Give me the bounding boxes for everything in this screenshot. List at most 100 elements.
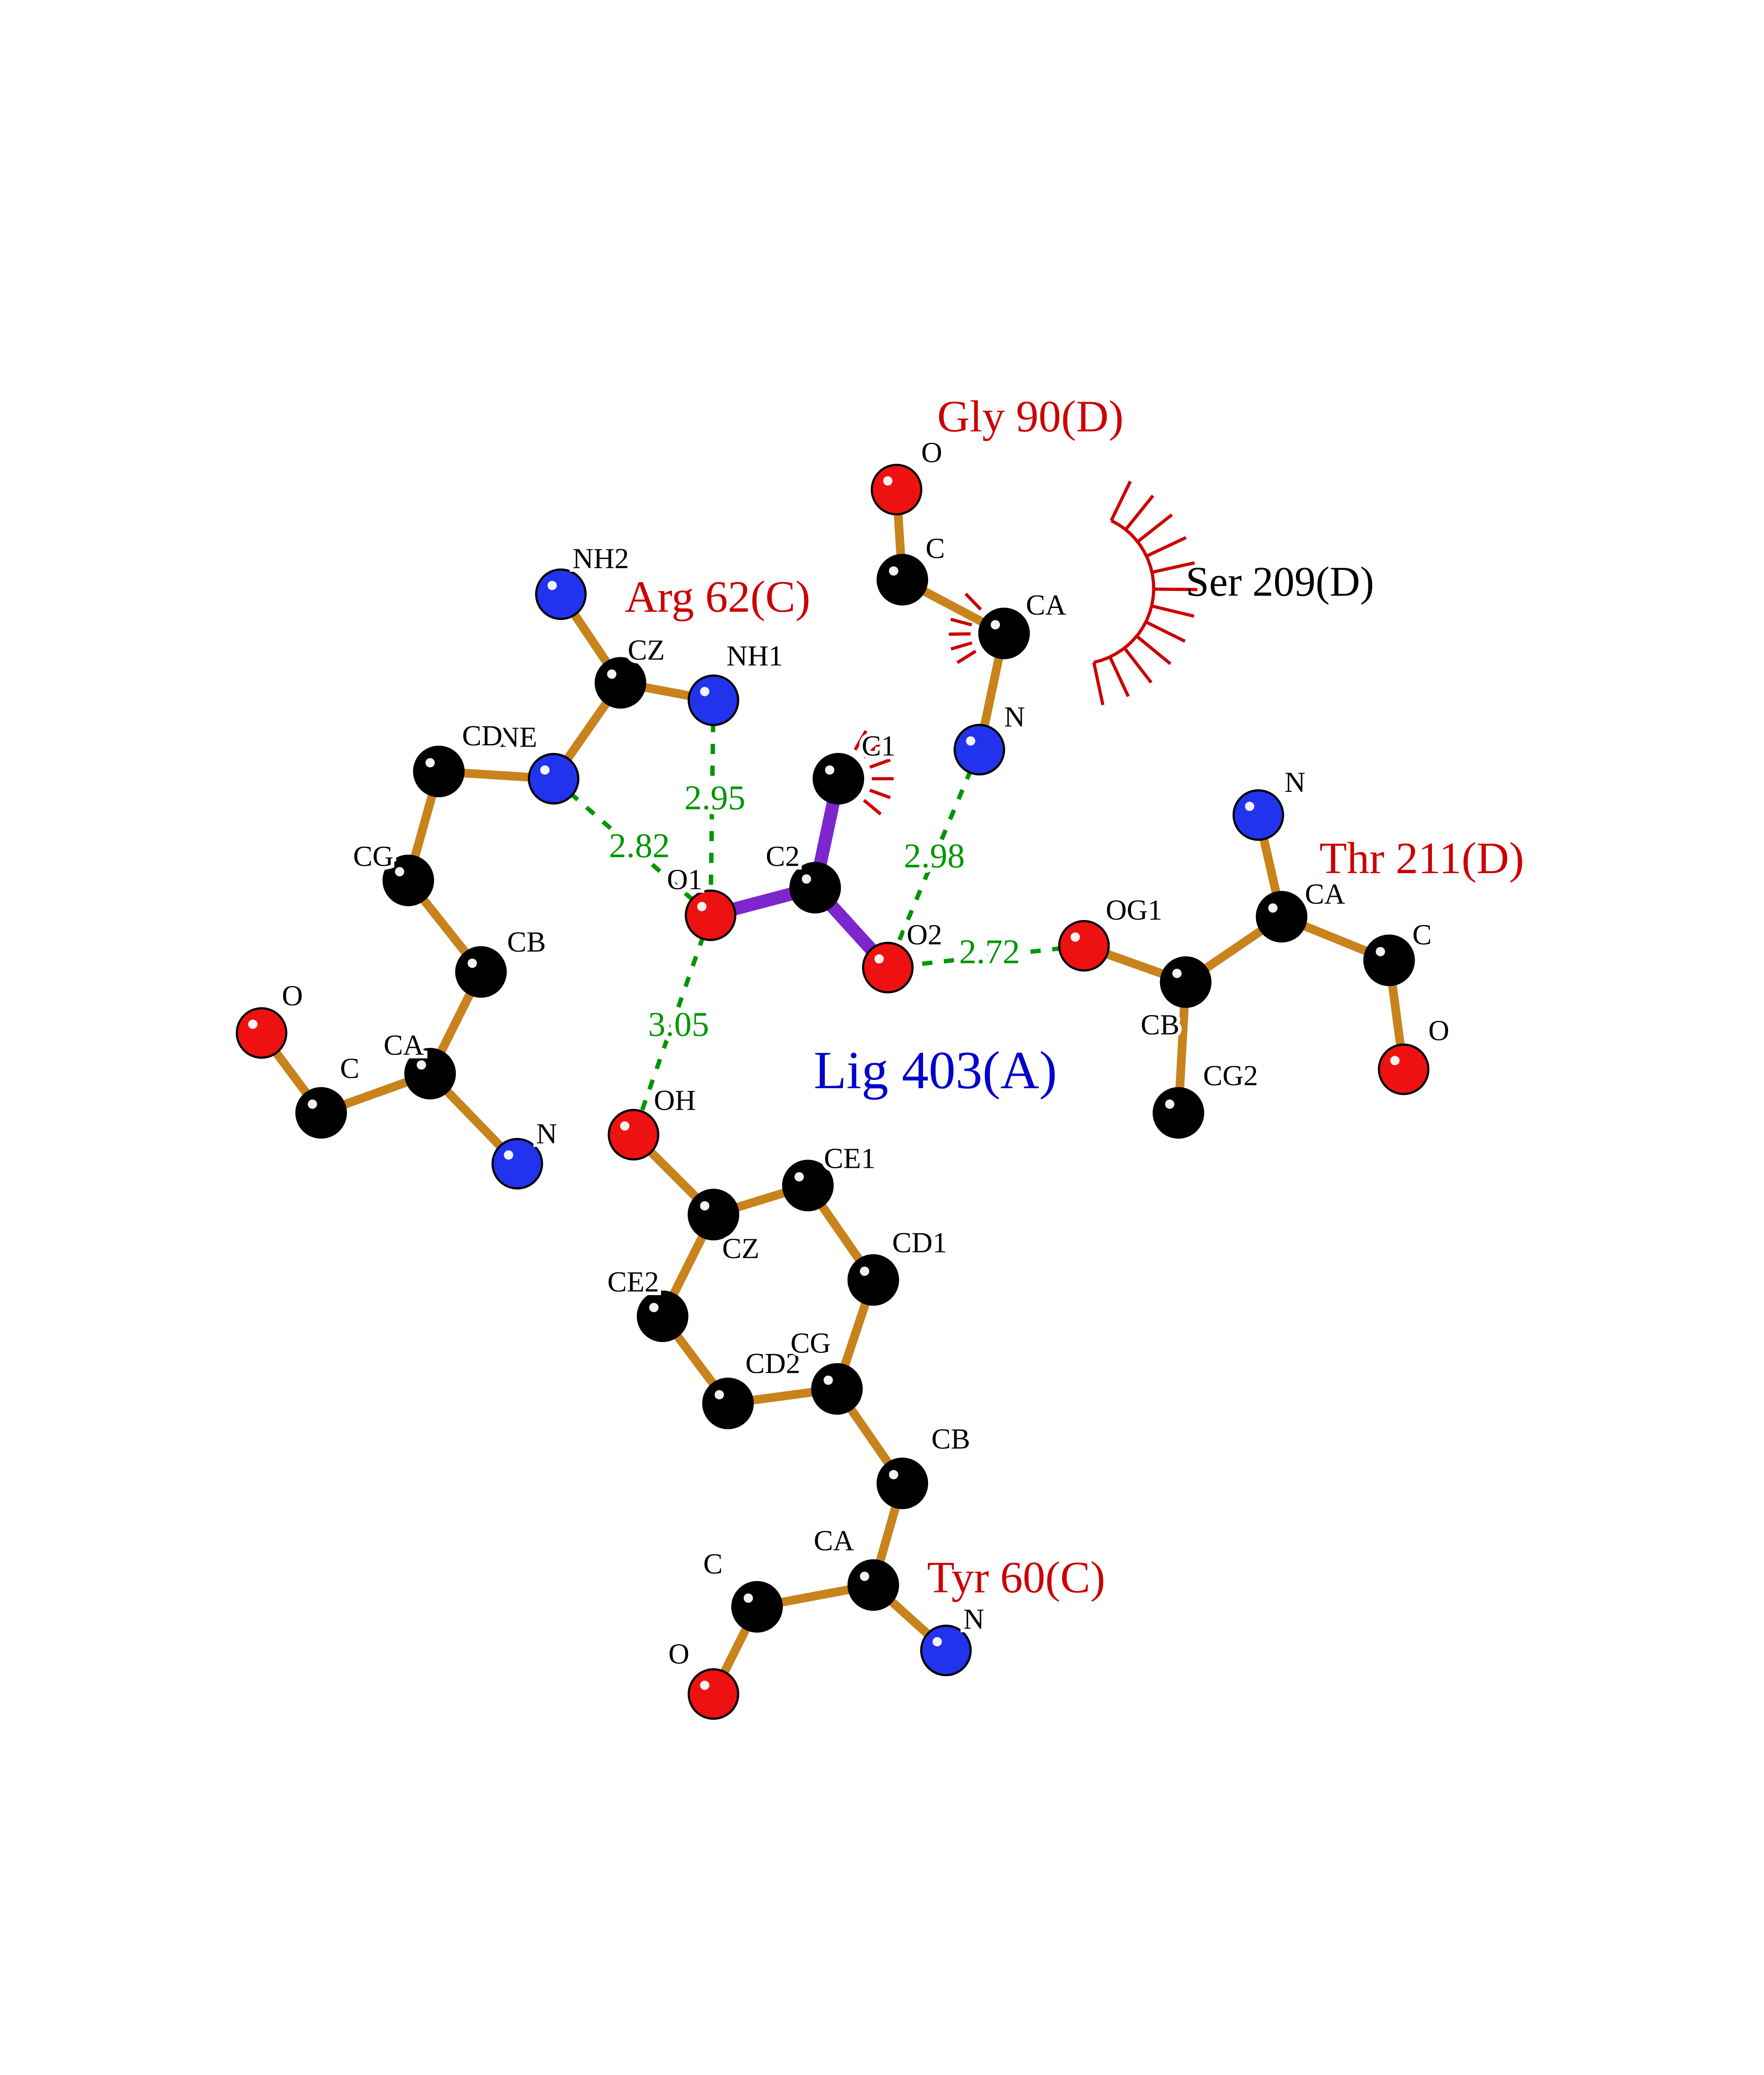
atom-ball-CE2 bbox=[637, 1290, 689, 1342]
atom-label-T_O: O bbox=[1428, 1015, 1449, 1047]
contact-eyelash bbox=[863, 742, 882, 759]
atom-label-Y_CD2: CD2 bbox=[745, 1348, 800, 1379]
hbond-L_O1-Y_OH bbox=[631, 914, 713, 1135]
atom-ball-O1 bbox=[684, 889, 737, 941]
label-lig403: Lig 403(A) bbox=[814, 1041, 1057, 1100]
atom-highlight bbox=[883, 476, 893, 486]
atom-ball-CZ bbox=[687, 1189, 740, 1240]
contact-eyelash bbox=[869, 758, 891, 769]
atom-highlight bbox=[700, 1680, 710, 1690]
atom-label-R_CZ: CZ bbox=[628, 634, 665, 666]
atom-highlight bbox=[743, 1593, 753, 1603]
contact-eyelash bbox=[1092, 662, 1104, 706]
contact-eyelash bbox=[1151, 561, 1195, 574]
atom-ball-NE bbox=[528, 753, 579, 805]
atom-highlight bbox=[697, 902, 707, 911]
atom-label-Y_CE2: CE2 bbox=[607, 1266, 659, 1298]
atom-highlight bbox=[1268, 903, 1278, 913]
atom-label-R_CG: CG bbox=[353, 840, 393, 872]
atom-ball-CA bbox=[1256, 891, 1307, 943]
atom-highlight bbox=[607, 669, 617, 679]
atom-ball-C1 bbox=[812, 753, 865, 805]
hbond-distance-label: 3.05 bbox=[648, 1005, 709, 1044]
atom-Y_OH: OH bbox=[608, 1081, 699, 1161]
contact-eyelash bbox=[950, 641, 972, 651]
atom-label-G_C: C bbox=[926, 532, 945, 564]
contact-eyelash bbox=[1123, 647, 1153, 684]
atom-highlight bbox=[1245, 801, 1254, 811]
contact-eyelash bbox=[1153, 587, 1197, 591]
atom-ball-O bbox=[1378, 1043, 1429, 1095]
atom-T_O: O bbox=[1378, 1011, 1453, 1095]
atom-ball-CG bbox=[382, 854, 434, 906]
atom-highlight bbox=[825, 765, 835, 775]
atom-Y_CE1: CE1 bbox=[782, 1139, 879, 1211]
atom-highlight bbox=[467, 958, 477, 968]
atom-ball-CA bbox=[978, 608, 1030, 659]
atom-label-R_C: C bbox=[340, 1053, 359, 1085]
label-thr211: Thr 211(D) bbox=[1319, 833, 1524, 883]
contact-eyelash bbox=[869, 788, 891, 799]
atom-label-Y_OH: OH bbox=[654, 1085, 696, 1117]
atom-label-L_O1: O1 bbox=[667, 864, 703, 896]
atom-T_CA: CA bbox=[1256, 875, 1349, 943]
atom-highlight bbox=[700, 687, 710, 696]
atom-ball-O2 bbox=[862, 942, 914, 994]
atom-ball-O bbox=[687, 1668, 740, 1720]
atom-Y_CG: CG bbox=[787, 1324, 863, 1415]
atom-label-L_O2: O2 bbox=[907, 919, 943, 951]
atom-highlight bbox=[620, 1121, 630, 1131]
atom-label-G_N: N bbox=[1004, 701, 1025, 733]
atom-Y_N: N bbox=[920, 1600, 988, 1677]
atom-T_CG2: CG2 bbox=[1153, 1056, 1262, 1139]
atom-ball-N bbox=[491, 1138, 543, 1190]
atom-ball-NH2 bbox=[535, 568, 587, 620]
atom-ball-O bbox=[236, 1007, 288, 1059]
atom-ball-CG bbox=[811, 1363, 863, 1415]
atom-label-L_C2: C2 bbox=[766, 840, 800, 872]
atom-label-Y_N: N bbox=[963, 1603, 985, 1635]
atom-L_O2: O2 bbox=[862, 915, 946, 994]
atom-highlight bbox=[801, 874, 811, 884]
atom-label-T_N: N bbox=[1285, 767, 1306, 798]
atom-label-R_CB: CB bbox=[507, 926, 546, 958]
atom-highlight bbox=[860, 1267, 870, 1276]
atom-label-R_NH2: NH2 bbox=[572, 543, 629, 575]
atom-ball-CA bbox=[847, 1559, 899, 1611]
atom-R_CB: CB bbox=[455, 923, 550, 998]
atom-ball-C bbox=[1363, 934, 1415, 986]
atom-R_CA: CA bbox=[380, 1026, 456, 1100]
contact-eyelash bbox=[1109, 481, 1132, 522]
atom-ball-CB bbox=[876, 1457, 928, 1509]
atom-label-Y_C: C bbox=[703, 1548, 723, 1580]
hbond-distance-label: 2.72 bbox=[959, 933, 1020, 971]
atom-label-R_O: O bbox=[282, 980, 303, 1012]
atom-label-R_NH1: NH1 bbox=[726, 640, 783, 672]
atom-G_C: C bbox=[876, 529, 948, 605]
contact-arc-spine bbox=[1093, 519, 1156, 664]
atom-highlight bbox=[990, 620, 1000, 630]
atom-R_CZ: CZ bbox=[594, 631, 669, 709]
atom-L_O1: O1 bbox=[663, 860, 737, 941]
atom-T_C: C bbox=[1363, 915, 1435, 986]
atom-Y_O: O bbox=[665, 1635, 740, 1720]
atom-label-L_C1: C1 bbox=[862, 730, 896, 762]
atom-label-Y_CA: CA bbox=[814, 1525, 854, 1557]
atom-highlight bbox=[547, 581, 557, 591]
atom-R_CG: CG bbox=[349, 837, 434, 906]
atom-ball-N bbox=[953, 724, 1005, 776]
contact-eyelash bbox=[1108, 656, 1130, 697]
atom-highlight bbox=[874, 954, 884, 964]
atom-highlight bbox=[395, 867, 404, 876]
contact-lig-c1 bbox=[853, 730, 894, 815]
atom-Y_CA: CA bbox=[810, 1521, 899, 1611]
atom-highlight bbox=[1390, 1056, 1400, 1065]
atom-highlight bbox=[860, 1572, 870, 1581]
contact-eyelash bbox=[853, 730, 867, 751]
atom-label-R_CD: CD bbox=[462, 720, 502, 752]
atom-label-T_CG2: CG2 bbox=[1203, 1060, 1258, 1092]
atom-L_C2: C2 bbox=[762, 837, 841, 914]
atom-ball-N bbox=[920, 1624, 972, 1677]
atom-highlight bbox=[248, 1019, 258, 1029]
